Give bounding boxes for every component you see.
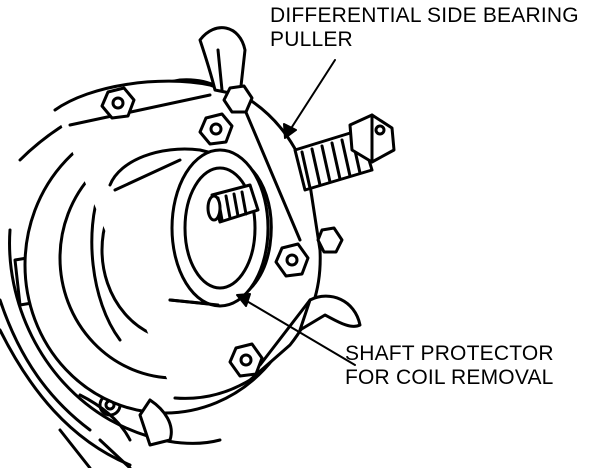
frame-bolts: [100, 84, 344, 378]
bolt-right-mid: [274, 242, 310, 278]
callout-protector: SHAFT PROTECTOR FOR COIL REMOVAL: [345, 342, 554, 390]
leader-puller: [289, 59, 336, 131]
leader-protector: [244, 299, 356, 366]
callout-puller: DIFFERENTIAL SIDE BEARING PULLER: [270, 4, 579, 52]
forcing-screw: [293, 113, 396, 192]
callout-puller-line1: DIFFERENTIAL SIDE BEARING: [270, 4, 579, 27]
callout-protector-line2: FOR COIL REMOVAL: [345, 366, 554, 389]
bolt-right-low: [316, 226, 344, 254]
leader-lines: [236, 59, 356, 366]
callout-protector-line1: SHAFT PROTECTOR: [345, 342, 554, 365]
bolt-right-top: [222, 84, 254, 114]
callout-puller-line2: PULLER: [270, 28, 353, 51]
bolt-top-mid: [198, 112, 234, 146]
bolt-lower: [228, 342, 264, 378]
center-stub: [206, 183, 260, 224]
bolt-top-left: [100, 86, 136, 120]
